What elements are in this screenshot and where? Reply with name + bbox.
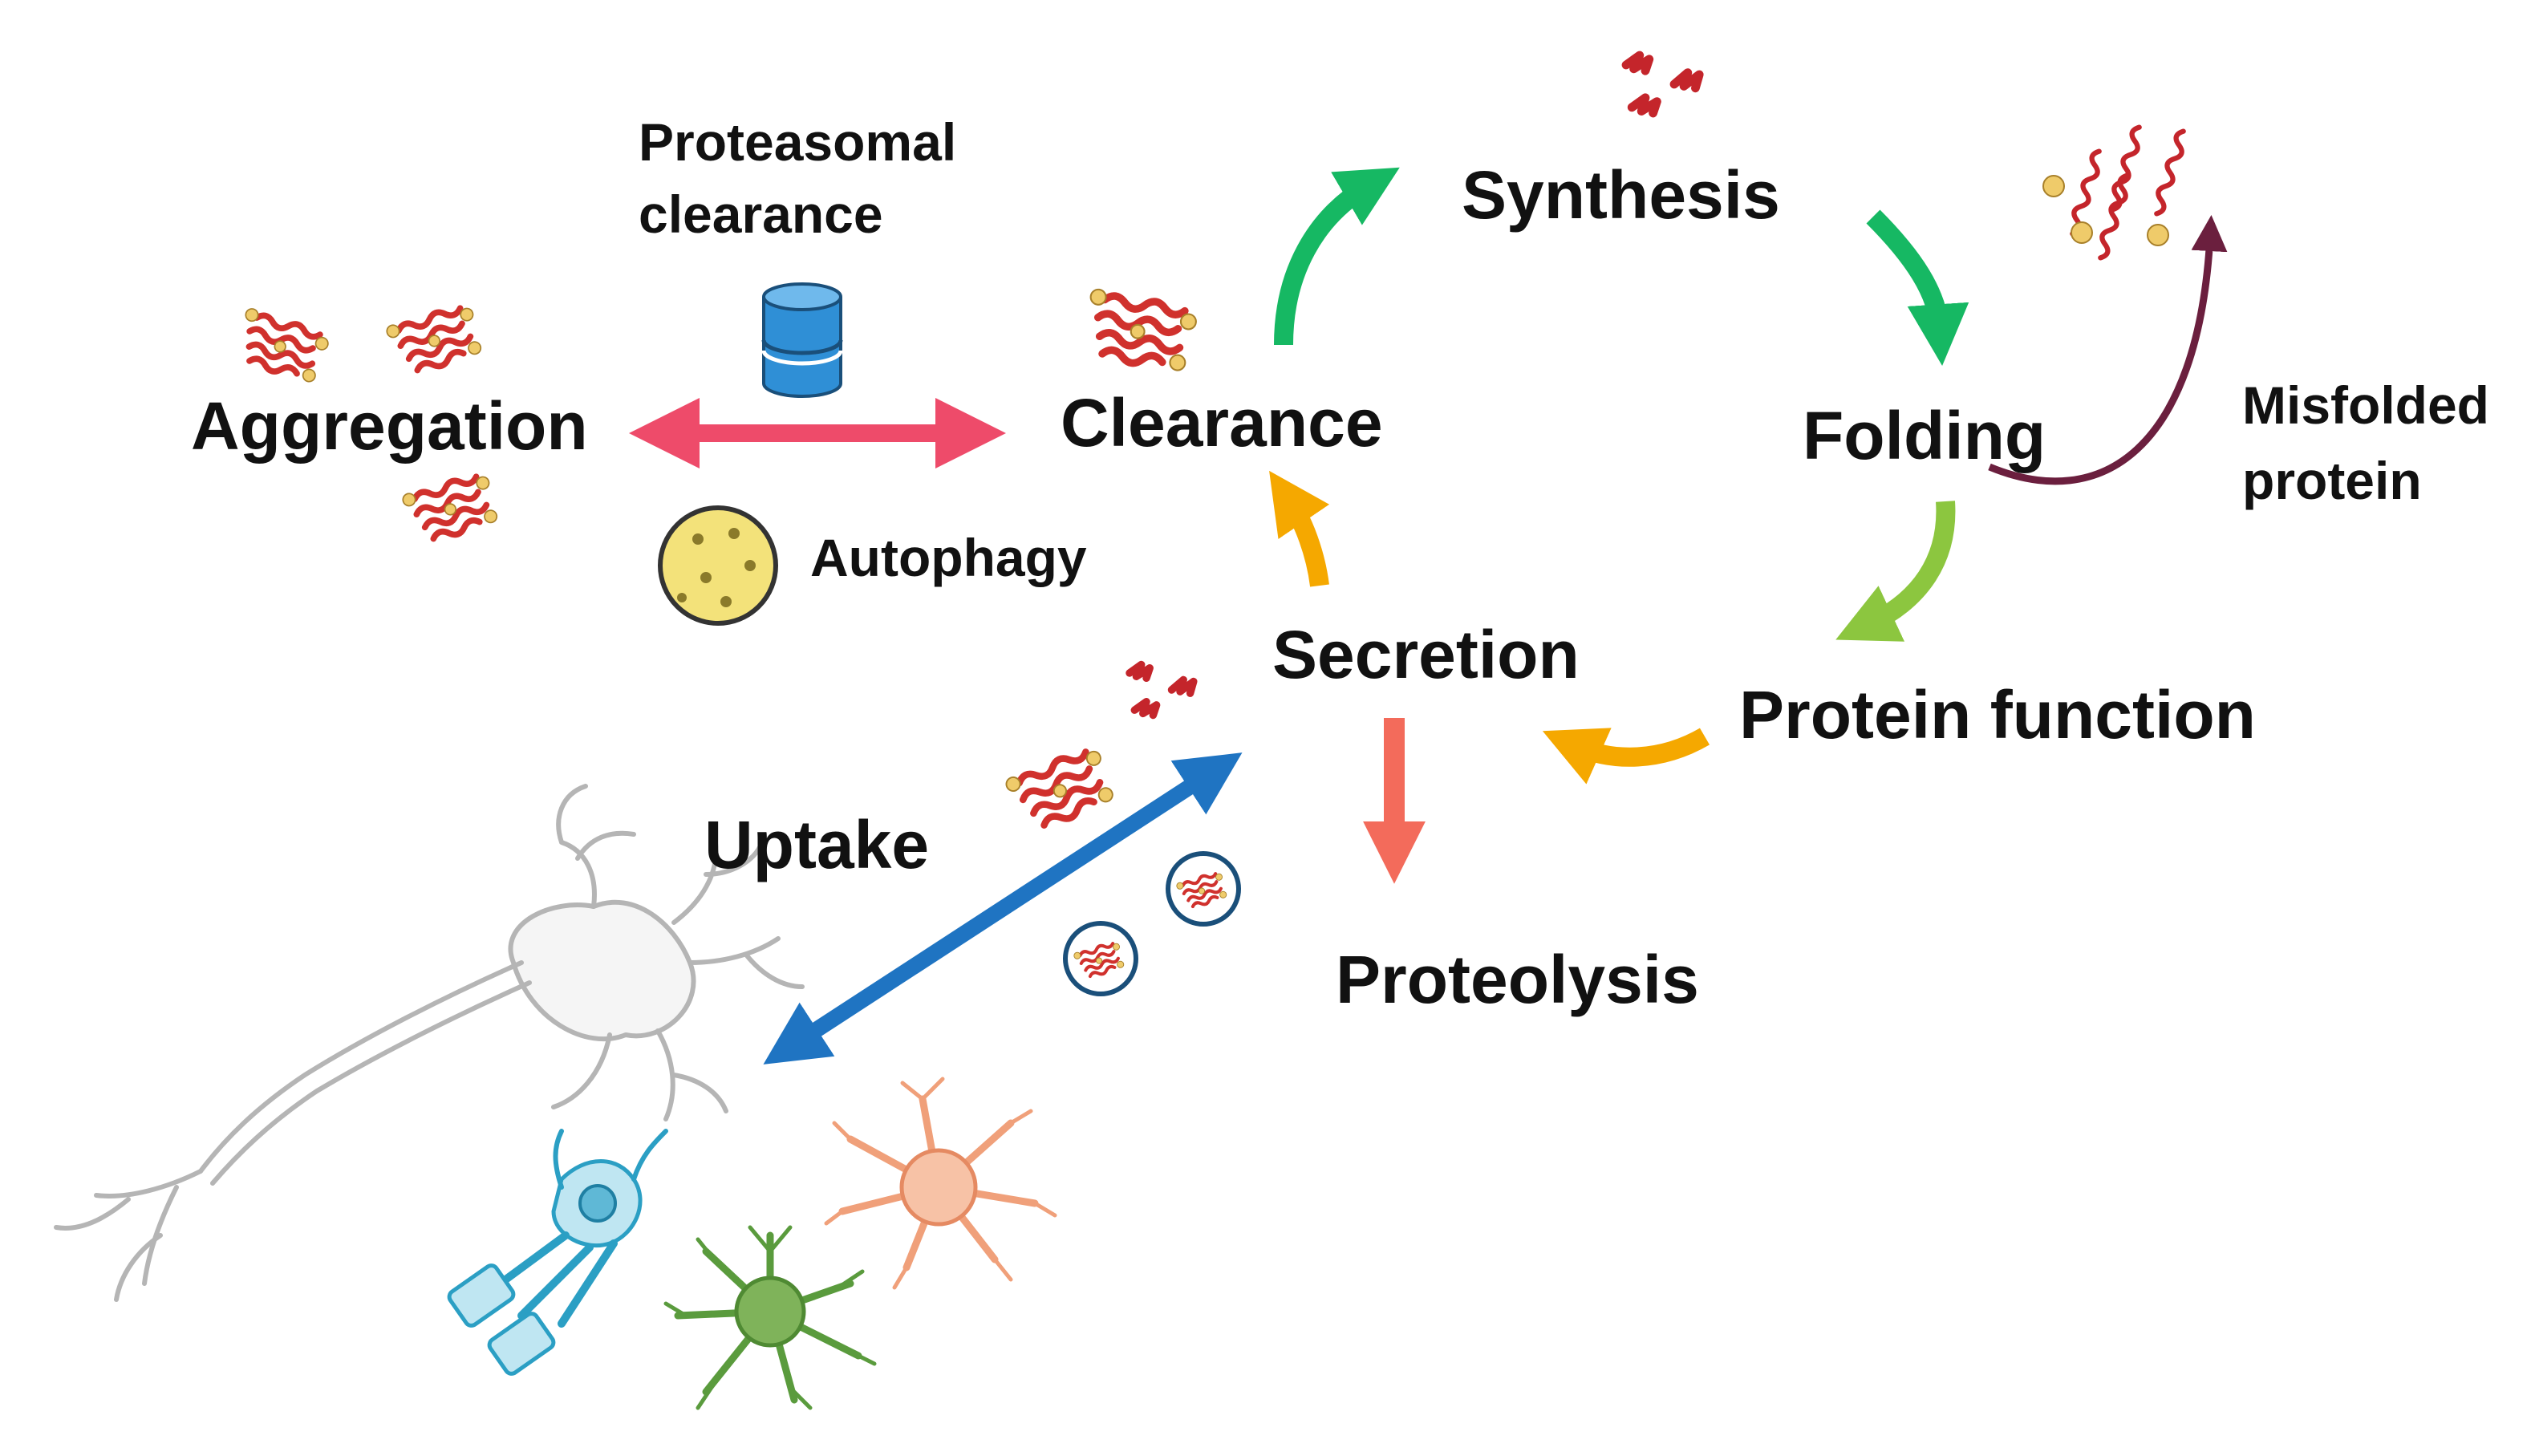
node-folding: Folding xyxy=(1803,398,2046,473)
label-proteasomal-clearance-line2: clearance xyxy=(639,185,883,244)
node-secretion: Secretion xyxy=(1272,617,1580,692)
label-misfolded-protein-line1: Misfolded xyxy=(2242,375,2489,435)
function-to-secretion-arrow xyxy=(1542,728,1710,785)
secretion-to-clearance-arrow xyxy=(1269,470,1330,587)
proteasome-icon xyxy=(761,282,843,398)
node-aggregation: Aggregation xyxy=(191,388,588,464)
folding-to-function-arrow xyxy=(1835,501,1956,642)
microglia-icon xyxy=(663,1225,877,1410)
vesicle-icon xyxy=(1063,921,1138,996)
clearance-to-synthesis-arrow xyxy=(1274,167,1400,346)
label-proteasomal-clearance-line1: Proteasomal xyxy=(639,112,956,172)
protein-chain-icon xyxy=(1130,665,1194,716)
neuron-icon xyxy=(54,784,805,1302)
vesicle-icon xyxy=(1166,851,1241,927)
misfolded-protein-icon xyxy=(2042,126,2188,260)
oligodendrocyte-icon xyxy=(824,1077,1057,1290)
node-protein-function: Protein function xyxy=(1739,677,2256,752)
node-uptake: Uptake xyxy=(704,807,929,882)
label-autophagy: Autophagy xyxy=(810,528,1087,587)
label-misfolded-protein-line2: protein xyxy=(2242,451,2422,510)
protein-chain-icon xyxy=(1626,55,1699,113)
synthesis-to-folding-arrow xyxy=(1866,209,1969,366)
protein-aggregate-icon xyxy=(1082,289,1199,372)
astrocyte-icon xyxy=(447,1129,668,1376)
node-synthesis: Synthesis xyxy=(1462,157,1780,233)
node-clearance: Clearance xyxy=(1061,385,1383,460)
autophagosome-icon xyxy=(658,505,778,626)
node-proteolysis: Proteolysis xyxy=(1336,942,1699,1017)
uptake-arrow xyxy=(763,752,1243,1065)
protein-aggregate-icon xyxy=(1004,740,1119,838)
misfolded-protein-arrow xyxy=(1988,215,2228,485)
